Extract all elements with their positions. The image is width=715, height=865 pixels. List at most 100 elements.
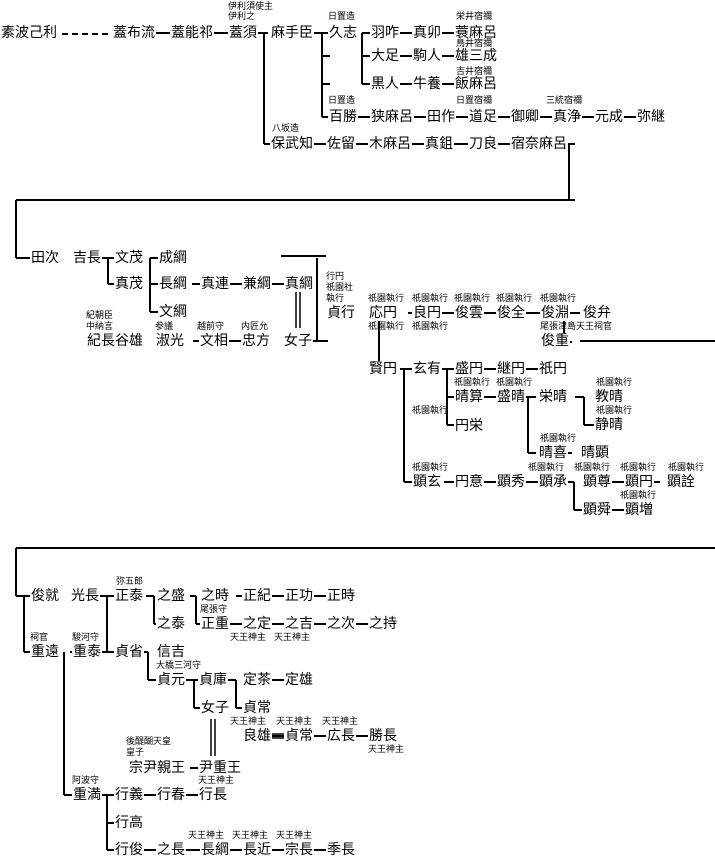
person-node: 真卯 [412, 25, 442, 41]
person-node: 之長 [156, 842, 186, 858]
person-node: 兼綱 [242, 276, 272, 292]
person-node: 栄晴 [538, 389, 568, 405]
person-node: 行長 [198, 787, 228, 803]
person-node: 飯麻呂 [454, 76, 498, 92]
person-node: 正紀 [242, 588, 272, 604]
person-node: 刀良 [468, 136, 498, 152]
person-node: 紀長谷雄 [86, 333, 144, 349]
title-annotation: 祇園執行 [620, 463, 657, 473]
person-node: 教晴 [594, 389, 624, 405]
title-annotation: 中納言 [86, 322, 114, 332]
person-node: 蓋布流 [112, 25, 156, 41]
person-node: 重満 [72, 787, 102, 803]
title-annotation: 祇園執行 [596, 378, 633, 388]
person-node: 之時 [200, 588, 230, 604]
person-node: 牛養 [412, 76, 442, 92]
person-node: 淑光 [155, 333, 185, 349]
person-node: 俊就 [30, 588, 60, 604]
person-node: 文相 [199, 333, 229, 349]
person-node: 俊重 [540, 333, 570, 349]
title-annotation: 行円 [326, 272, 345, 282]
person-node: 応円 [368, 305, 398, 321]
person-node: 駒人 [412, 48, 442, 64]
title-annotation: 祇園執行 [412, 463, 449, 473]
person-node: 貞庫 [198, 672, 228, 688]
person-node: 成綱 [158, 250, 188, 266]
person-node: 女子 [200, 700, 230, 716]
person-node: 長綱 [158, 276, 188, 292]
title-annotation: 天王神主 [188, 831, 225, 841]
person-node: 俊淵 [540, 305, 570, 321]
title-annotation: 天王神主 [232, 831, 269, 841]
person-node: 道足 [468, 109, 498, 125]
title-annotation: 吉井宿禰 [456, 67, 493, 77]
person-node: 正時 [326, 588, 356, 604]
person-node: 文茂 [114, 250, 144, 266]
person-node: 之持 [368, 616, 398, 632]
person-node: 元成 [594, 109, 624, 125]
person-node: 顕秀 [496, 474, 526, 490]
person-node: 重泰 [72, 644, 102, 660]
title-annotation: 天王神主 [276, 717, 313, 727]
person-node: 之吉 [284, 616, 314, 632]
title-annotation: 祇園執行 [412, 406, 449, 416]
person-node: 良雄 [242, 728, 272, 744]
person-node: 光長 [70, 588, 100, 604]
title-annotation: 弥五郎 [116, 577, 144, 587]
person-node: 俊雲 [454, 305, 484, 321]
person-node: 正重 [200, 616, 230, 632]
title-annotation: 天王神主 [230, 633, 267, 643]
person-node: 蓋能祁 [170, 25, 214, 41]
title-annotation: 駿河守 [72, 633, 100, 643]
title-annotation: 天王神主 [198, 776, 235, 786]
person-node: 之定 [242, 616, 272, 632]
person-node: 真連 [200, 276, 230, 292]
person-node: 顕承 [538, 474, 568, 490]
person-node: 田作 [426, 109, 456, 125]
person-node: 顕舜 [582, 502, 612, 518]
person-node: 晴算 [454, 389, 484, 405]
person-node: 円意 [454, 474, 484, 490]
person-node: 宗尹親王 [128, 760, 186, 776]
person-node: 保武知 [270, 136, 314, 152]
title-annotation: 祇園執行 [454, 294, 491, 304]
person-node: 佐留 [326, 136, 356, 152]
person-node: 静晴 [594, 417, 624, 433]
person-node: 広長 [326, 728, 356, 744]
title-annotation: 執行 [326, 294, 345, 304]
title-annotation: 尾張守 [200, 605, 228, 615]
person-node: 賢円 [368, 361, 398, 377]
person-node: 貞常 [284, 728, 314, 744]
person-node: 黒人 [370, 76, 400, 92]
title-annotation: 尾張津島天王祠官 [540, 322, 613, 332]
person-node: 行高 [114, 815, 144, 831]
title-annotation: 祇園執行 [528, 463, 565, 473]
title-annotation: 祇園執行 [496, 378, 533, 388]
person-node: 之泰 [156, 616, 186, 632]
person-node: 長綱 [200, 842, 230, 858]
title-annotation: 紀朝臣 [86, 311, 114, 321]
person-node: 晴顕 [580, 445, 610, 461]
person-node: 貞常 [242, 700, 272, 716]
person-node: 羽咋 [370, 25, 400, 41]
title-annotation: 天王神主 [368, 745, 405, 755]
person-node: 真鉏 [424, 136, 454, 152]
person-node: 晴喜 [538, 445, 568, 461]
title-annotation: 参議 [155, 322, 174, 332]
person-node: 行俊 [114, 842, 144, 858]
person-node: 宗長 [284, 842, 314, 858]
title-annotation: 祇園執行 [596, 406, 633, 416]
title-annotation: 阿波守 [72, 776, 100, 786]
title-annotation: 伊利之 [228, 12, 256, 22]
title-annotation: 日置造 [328, 96, 356, 106]
person-node: 継円 [496, 361, 526, 377]
person-node: 貞行 [326, 305, 356, 321]
title-annotation: 天王神主 [230, 717, 267, 727]
person-node: 之次 [326, 616, 356, 632]
title-annotation: 祇園社 [326, 283, 354, 293]
person-node: 蓑麻呂 [454, 25, 498, 41]
title-annotation: 祇園執行 [368, 294, 405, 304]
person-node: 百勝 [328, 109, 358, 125]
title-annotation: 栄井宿禰 [456, 12, 493, 22]
